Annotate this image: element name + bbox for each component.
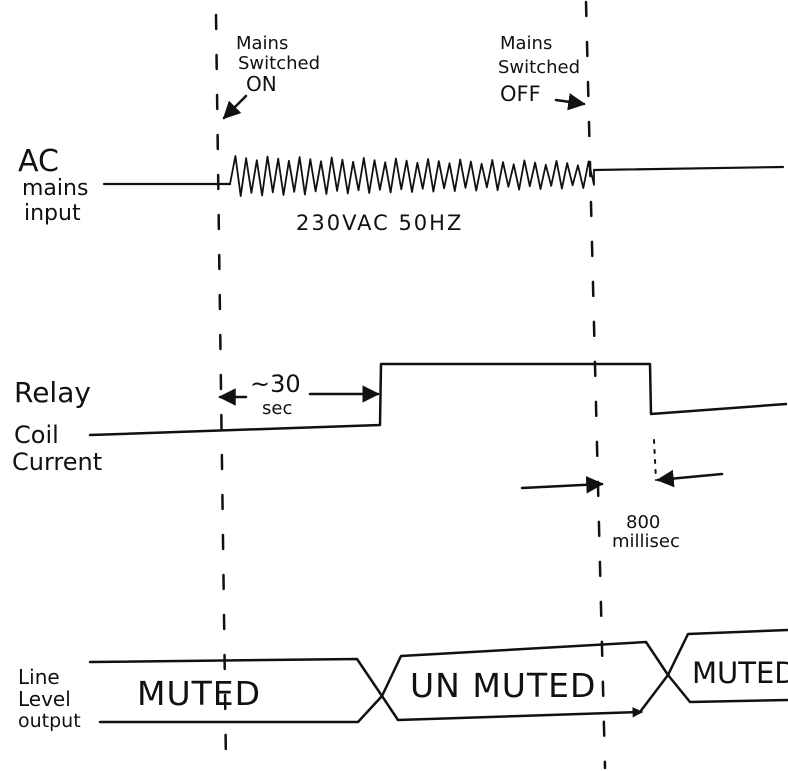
- mains-on-text-line-2: Switched: [238, 53, 320, 74]
- mains-off-arrow: [554, 93, 586, 111]
- line-level-label-line-2: Level: [18, 687, 71, 711]
- ac-mains-label-line-3: input: [24, 201, 81, 226]
- mains-off-annotation: Mains Switched OFF: [498, 33, 586, 111]
- relay-on-delay-text-line-1: ~30: [250, 370, 301, 398]
- line-level-state-unmuted: UN MUTED: [410, 666, 596, 705]
- line-level-label-line-3: output: [18, 710, 81, 732]
- mains-off-dashed-line: [584, 0, 607, 770]
- relay-coil-row: Relay Coil Current ~30 sec 800 millisec: [12, 362, 788, 552]
- ac-mains-waveform: [229, 155, 595, 197]
- relay-on-delay-text-line-2: sec: [262, 398, 292, 419]
- relay-coil-waveform: [88, 362, 788, 437]
- relay-off-delay-arrow-right: [656, 469, 724, 488]
- mains-off-text-line-2: Switched: [498, 57, 580, 78]
- ac-mains-row: AC mains input 230VAC 50HZ: [18, 144, 785, 235]
- relay-off-delay-arrow-left: [520, 476, 604, 494]
- relay-off-delay-text-line-1: 800: [626, 512, 660, 533]
- mains-on-annotation: Mains Switched ON: [222, 33, 320, 120]
- ac-mains-label-line-2: mains: [22, 176, 88, 201]
- mains-on-text-line-1: Mains: [236, 33, 288, 54]
- line-level-state-muted-1: MUTED: [137, 674, 261, 713]
- line-level-label-line-1: Line: [18, 665, 60, 689]
- coil-release-dotted-line: [653, 439, 657, 481]
- mains-on-dashed-line: [214, 13, 228, 767]
- ac-mains-waveform-label: 230VAC 50HZ: [296, 211, 463, 235]
- line-level-state-muted-2: MUTED: [692, 656, 788, 690]
- line-level-row: Line Level output MUTED UN MUTED MUTED: [18, 628, 788, 732]
- ac-mains-label-line-1: AC: [18, 144, 59, 179]
- ac-mains-idle-after: [592, 165, 785, 172]
- mains-on-text-line-3: ON: [246, 72, 277, 96]
- relay-off-delay-text-line-2: millisec: [612, 531, 680, 552]
- line-level-bus-waveform: [88, 628, 788, 724]
- mains-on-arrow: [222, 94, 248, 120]
- relay-coil-label-line-3: Current: [12, 448, 102, 476]
- relay-coil-label-line-1: Relay: [14, 376, 91, 409]
- line-level-arrow-tip: [609, 707, 644, 718]
- mains-off-text-line-3: OFF: [500, 82, 541, 106]
- mains-off-text-line-1: Mains: [500, 33, 552, 54]
- relay-coil-label-line-2: Coil: [14, 421, 59, 449]
